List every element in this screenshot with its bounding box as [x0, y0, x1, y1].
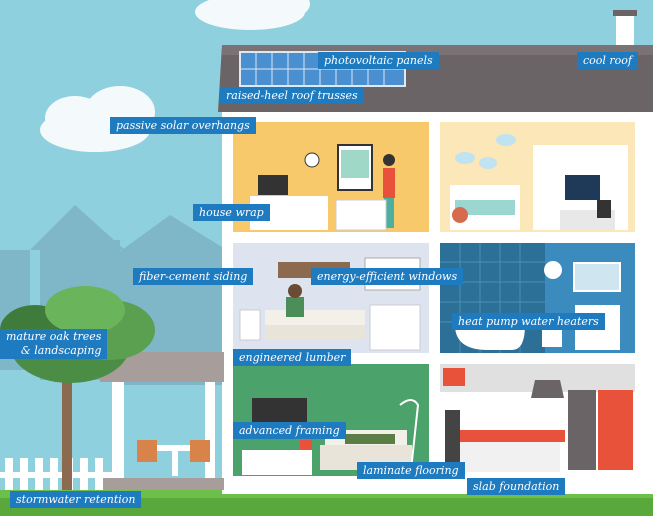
label-slab-foundation: slab foundation — [467, 478, 565, 495]
label-fiber-cement-siding: fiber-cement siding — [133, 268, 253, 285]
label-stormwater-retention: stormwater retention — [10, 491, 141, 508]
label-mature-oak-trees-line1: mature oak trees — [6, 330, 101, 344]
label-heat-pump-water-heaters: heat pump water heaters — [452, 313, 605, 330]
label-house-wrap: house wrap — [193, 204, 270, 221]
label-laminate-flooring: laminate flooring — [357, 462, 465, 479]
chimney — [616, 12, 634, 47]
label-energy-efficient-windows: energy-efficient windows — [311, 268, 463, 285]
label-passive-solar-overhangs: passive solar overhangs — [110, 117, 256, 134]
label-advanced-framing: advanced framing — [233, 422, 346, 439]
label-raised-heel-roof-trusses: raised-heel roof trusses — [220, 87, 364, 104]
label-mature-oak-trees: mature oak trees & landscaping — [0, 329, 107, 359]
label-photovoltaic-panels: photovoltaic panels — [318, 52, 439, 69]
label-cool-roof: cool roof — [577, 52, 638, 69]
label-engineered-lumber: engineered lumber — [233, 349, 351, 366]
label-mature-oak-trees-line2: & landscaping — [6, 344, 101, 358]
